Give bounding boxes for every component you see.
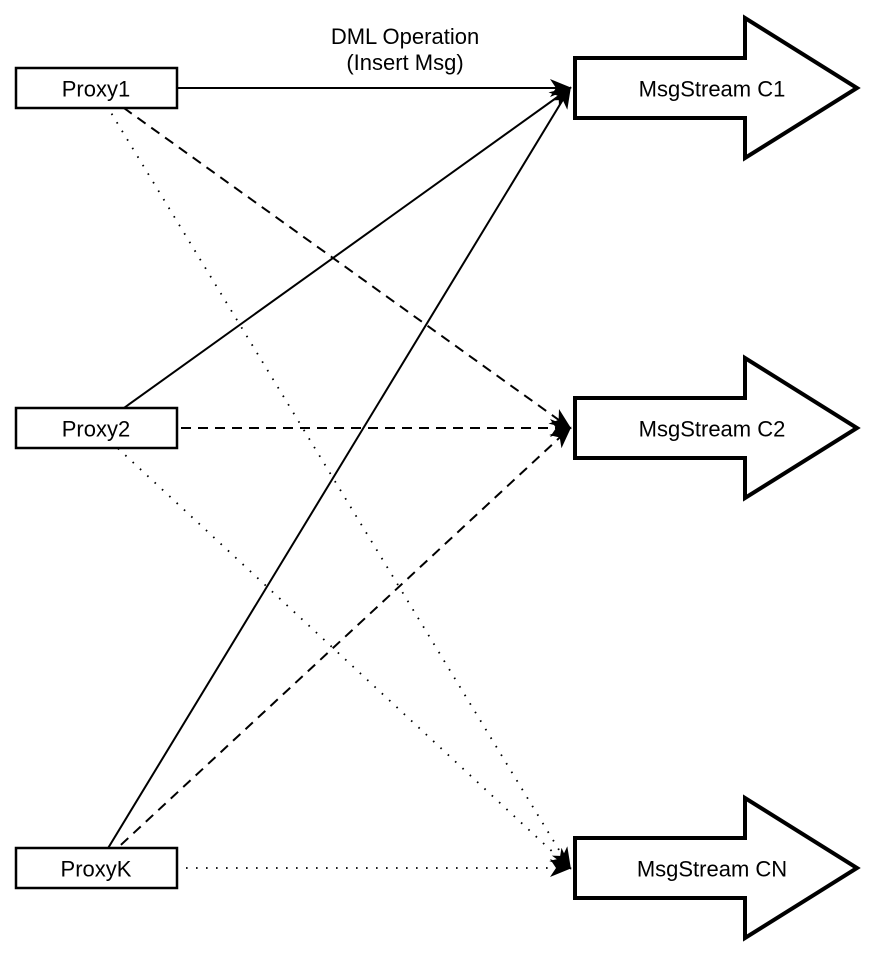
node-msgstream-c1: MsgStream C1: [573, 14, 861, 162]
dml-operation-label-line2: (Insert Msg): [346, 50, 463, 75]
proxy2-box: [14, 406, 179, 450]
msgstream-cn-label: MsgStream CN: [637, 857, 787, 882]
edge-proxyk-msgstream-c2: [95, 426, 572, 869]
node-msgstream-c2: MsgStream C2: [573, 354, 861, 502]
msgstream-c1-arrow-shape: [573, 14, 861, 162]
proxy2-label: Proxy2: [62, 417, 130, 442]
edge-proxy1-msgstream-cn: [95, 87, 572, 870]
dml-operation-label: DML Operation (Insert Msg): [331, 24, 479, 75]
msgstream-cn-arrow-shape: [573, 794, 861, 942]
msgstream-c1-label: MsgStream C1: [639, 77, 786, 102]
proxy1-label: Proxy1: [62, 77, 130, 102]
msgstream-c2-label: MsgStream C2: [639, 417, 786, 442]
dml-operation-label-line1: DML Operation: [331, 24, 479, 49]
proxyk-box: [14, 846, 179, 890]
msgstream-c2-arrow-shape: [573, 354, 861, 502]
node-proxy2: Proxy2: [14, 406, 179, 450]
node-msgstream-cn: MsgStream CN: [573, 794, 861, 942]
edges: [95, 79, 572, 877]
edge-proxyk-msgstream-c1: [95, 86, 572, 869]
node-proxyk: ProxyK: [14, 846, 179, 890]
proxyk-label: ProxyK: [61, 857, 132, 882]
node-proxy1: Proxy1: [14, 66, 179, 110]
edge-proxy1-msgstream-c2: [95, 87, 572, 430]
proxy1-box: [14, 66, 179, 110]
